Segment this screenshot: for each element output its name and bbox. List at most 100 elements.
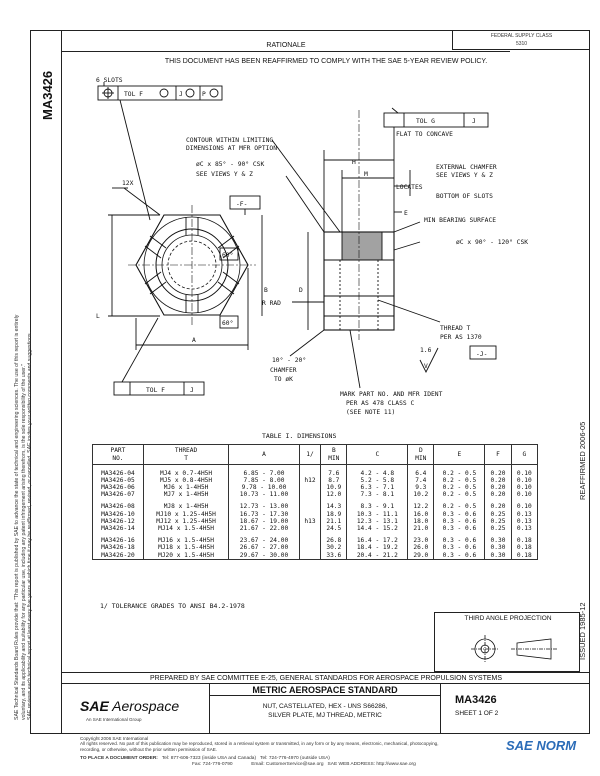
col-e: E <box>433 444 486 465</box>
col-a: A <box>228 444 300 465</box>
col-f: F <box>484 444 512 465</box>
r-rad-label: R RAD <box>262 300 281 307</box>
fcf-top-tol: TOL F <box>124 91 143 98</box>
chamfer-label-1: 10° - 20° <box>272 356 306 364</box>
phone-outside[interactable]: Tel: 724-776-4970 (outside USA) <box>260 756 330 761</box>
csk-side-label: øC x 90° - 120° CSK <box>456 238 528 246</box>
dim-12x: 12X <box>122 180 134 187</box>
fcf-top-p: P <box>202 91 206 98</box>
table-footnote: 1/ TOLERANCE GRADES TO ANSI B4.2-1978 <box>100 602 245 610</box>
projection-label: THIRD ANGLE PROJECTION <box>464 615 552 622</box>
contour-label-1: CONTOUR WITHIN LIMITING <box>186 137 273 144</box>
table-title: TABLE I. DIMENSIONS <box>262 432 337 440</box>
drawing-frame <box>30 30 590 734</box>
dim-m: M <box>364 171 368 178</box>
thread-label-2: PER AS 1370 <box>440 334 482 341</box>
document-number-block: MA3426 SHEET 1 OF 2 <box>440 684 590 734</box>
datum-f: -F- <box>236 201 247 208</box>
tolerance-grade: h13 <box>298 517 322 525</box>
min-bearing-label: MIN BEARING SURFACE <box>424 217 496 224</box>
supply-class-box: FEDERAL SUPPLY CLASS 5310 <box>452 30 590 50</box>
col-note: 1/ <box>298 444 322 465</box>
projection-box: THIRD ANGLE PROJECTION <box>434 612 580 672</box>
dim-l: L <box>96 313 100 320</box>
dim-a: A <box>192 337 196 344</box>
copyright-notice: Copyright 2006 SAE International All rig… <box>80 736 439 752</box>
order-contact: TO PLACE A DOCUMENT ORDER: Tel: 877-606-… <box>80 756 560 767</box>
web-address-link[interactable]: SAE WEB ADDRESS: http://www.sae.org <box>327 761 416 767</box>
ext-chamfer-label-1: EXTERNAL CHAMFER <box>436 164 497 171</box>
dim-e: E <box>404 210 408 217</box>
fcf-right-j: J <box>472 118 476 125</box>
csk-front-label-1: øC x 85° - 90° CSK <box>196 160 264 168</box>
sae-norm-watermark: SAE NORM <box>506 738 577 753</box>
logo-tagline: An SAE International Group <box>86 717 142 722</box>
dim-b: B <box>264 287 268 294</box>
dim-h: H <box>352 159 356 166</box>
thread-label-1: THREAD T <box>440 325 471 332</box>
prepared-by: PREPARED BY SAE COMMITTEE E-25, GENERAL … <box>62 672 590 684</box>
sae-aerospace-logo: SAE Aerospace <box>80 698 180 714</box>
standard-description: NUT, CASTELLATED, HEX - UNS S66286, SILV… <box>262 703 388 719</box>
supply-class-value: 5310 <box>515 41 528 47</box>
mark-label-3: (SEE NOTE 11) <box>346 409 395 416</box>
mark-label-1: MARK PART NO. AND MFR IDENT <box>340 391 443 398</box>
document-number: MA3426 <box>455 694 497 706</box>
contour-label-2: DIMENSIONS AT MFR OPTION <box>186 145 277 152</box>
phone-inside[interactable]: Tel: 877-606-7323 (inside USA and Canada… <box>161 756 257 761</box>
supply-class-label: FEDERAL SUPPLY CLASS <box>490 33 553 39</box>
standard-title: METRIC AEROSPACE STANDARD <box>210 684 440 696</box>
fcf-right-tol: TOL G <box>416 118 435 125</box>
nut-drawing: 6 SLOTS TOL F J P TOL G J FLAT TO CONCAV… <box>96 77 528 416</box>
col-g: G <box>510 444 539 465</box>
bottom-slots-label: BOTTOM OF SLOTS <box>436 193 493 200</box>
col-c: C <box>346 444 409 465</box>
dim-v: V <box>424 363 428 370</box>
chamfer-label-2: CHAMFER <box>270 367 297 374</box>
angle-60-top: 60° <box>222 251 233 259</box>
rationale-heading: RATIONALE <box>62 40 510 52</box>
fcf-top-j: J <box>179 91 183 98</box>
projection-symbol <box>471 635 557 663</box>
finish-label: 1.6 <box>420 347 432 354</box>
datum-j: -J- <box>476 351 487 358</box>
chamfer-label-3: TO øK <box>274 376 293 383</box>
locates-label: LOCATES <box>396 184 423 191</box>
flat-concave-label: FLAT TO CONCAVE <box>396 131 453 138</box>
fcf-bottom-j: J <box>190 387 194 394</box>
csk-front-label-2: SEE VIEWS Y & Z <box>196 171 253 178</box>
order-label: TO PLACE A DOCUMENT ORDER: <box>80 756 158 761</box>
fax-number: Fax: 724-776-0790 <box>192 761 233 767</box>
sheet-number: SHEET 1 OF 2 <box>455 710 499 717</box>
tolerance-grade: h12 <box>298 476 322 484</box>
fcf-bottom-tol: TOL F <box>146 387 165 394</box>
mark-label-2: PER AS 478 CLASS C <box>346 400 414 407</box>
slots-label: 6 SLOTS <box>96 77 123 84</box>
dim-d: D <box>299 287 303 294</box>
email-link[interactable]: Email: CustomerService@sae.org <box>251 761 324 767</box>
ext-chamfer-label-2: SEE VIEWS Y & Z <box>436 172 493 179</box>
reaffirm-statement: THIS DOCUMENT HAS BEEN REAFFIRMED TO COM… <box>164 58 488 65</box>
side-margin-column <box>30 30 62 734</box>
sae-logo-block: SAE Aerospace An SAE International Group <box>62 684 210 734</box>
angle-60-bottom: 60° <box>222 319 233 327</box>
fcf-top-frame <box>97 85 223 101</box>
